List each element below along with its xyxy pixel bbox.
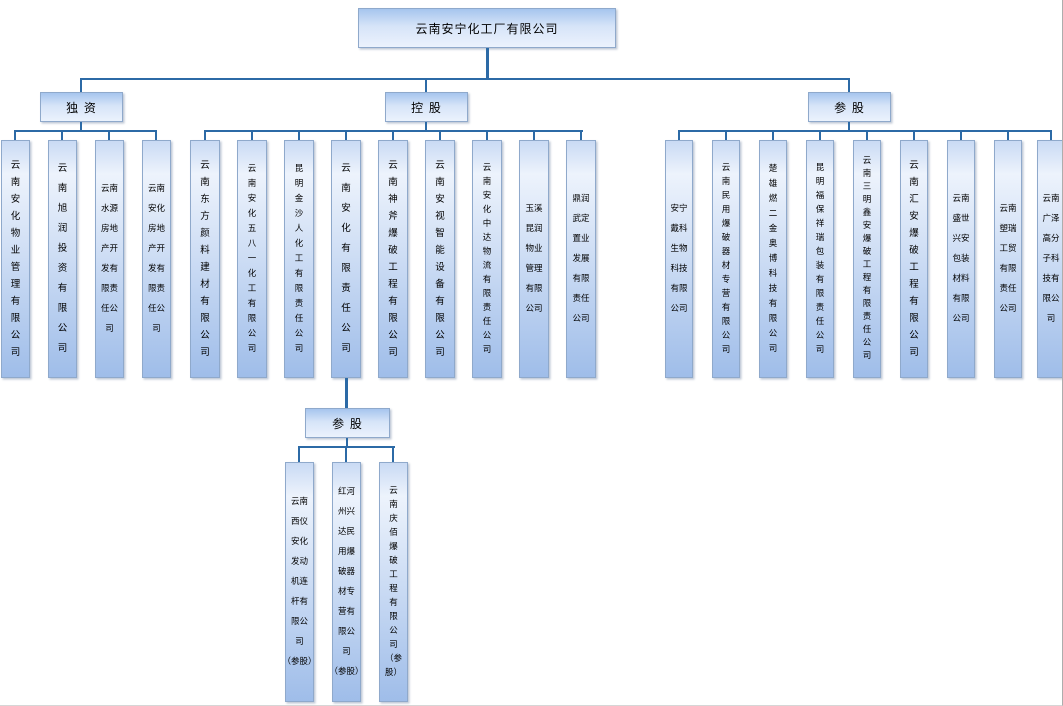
connector-line [486,48,489,79]
company-name: 楚雄燃二金奥博科技有限公司 [768,163,778,354]
company-name: 安宁戴科生物科技有限公司 [670,204,688,314]
company-name: 红河州兴达民用爆破器材专营有限公司（参股） [329,487,364,677]
connector-line [14,130,16,140]
company-box: 云南安化中达物流有限责任公司 [472,140,502,378]
group-label-participation: 参 股 [808,92,891,122]
company-name: 云南广泽高分子科技有限公司 [1042,194,1060,324]
company-box: 楚雄燃二金奥博科技有限公司 [759,140,787,378]
company-box: 云南安视智能设备有限公司 [425,140,455,378]
connector-line [848,78,850,92]
company-box: 云南安化有限责任公司 [331,140,361,378]
connector-line [1007,130,1009,140]
connector-line [866,130,868,140]
group-label-text: 参 股 [332,416,363,431]
company-name: 云南民用爆破器材专营有限公司 [721,163,731,355]
root-company-name: 云南安宁化工厂有限公司 [415,21,559,36]
connector-line [533,130,535,140]
company-box: 云南安化物业管理有限公司 [1,140,30,378]
connector-line [14,130,157,132]
connector-line [772,130,774,140]
company-name: 玉溪昆润物业管理有限公司 [525,204,543,314]
company-name: 云南西仪安化发动机连杆有限公司（参股） [282,497,317,667]
connector-line [155,130,157,140]
company-box: 云南东方颜料建材有限公司 [190,140,220,378]
connector-line [1050,130,1052,140]
connector-line [678,130,1052,132]
company-box: 云南广泽高分子科技有限公司 [1037,140,1062,378]
company-box: 鼎润武定置业发展有限责任公司 [566,140,596,378]
company-name: 云南安化中达物流有限责任公司 [482,163,492,355]
connector-line [913,130,915,140]
connector-line [678,130,680,140]
company-box: 云南旭润投资有限公司 [48,140,77,378]
company-name: 云南安化五八一化工有限公司 [247,163,257,354]
company-box: 云南三明鑫安爆破工程有限责任公司 [853,140,881,378]
connector-line [486,130,488,140]
company-box: 玉溪昆润物业管理有限公司 [519,140,549,378]
company-name: 云南三明鑫安爆破工程有限责任公司 [862,156,872,361]
group-label-sole-funded: 独 资 [40,92,123,122]
company-box: 云南庆佰爆破工程有限公司（参股） [379,462,408,702]
company-name: 云南旭润投资有限公司 [57,163,68,354]
company-name: 昆明福保祥瑞包装有限责任公司 [815,163,825,355]
company-name: 云南汇安爆破工程有限公司 [909,160,919,358]
root-company-box: 云南安宁化工厂有限公司 [358,8,616,48]
connector-line [580,130,582,140]
connector-line [345,378,348,408]
connector-line [80,78,82,92]
company-name: 云南庆佰爆破工程有限公司（参股） [384,486,402,678]
connector-line [345,130,347,140]
connector-line [439,130,441,140]
company-name: 云南盛世兴安包装材料有限公司 [952,194,970,324]
connector-line [960,130,962,140]
company-name: 云南水源房地产开发有限责任公司 [100,184,118,334]
connector-line [204,130,206,140]
connector-line [848,122,850,131]
company-box: 云南神斧爆破工程有限公司 [378,140,408,378]
connector-line [61,130,63,140]
company-box: 云南民用爆破器材专营有限公司 [712,140,740,378]
company-box: 云南安化房地产开发有限责任公司 [142,140,171,378]
connector-line [298,130,300,140]
connector-line [725,130,727,140]
company-box: 安宁戴科生物科技有限公司 [665,140,693,378]
company-name: 云南神斧爆破工程有限公司 [388,160,398,358]
connector-line [251,130,253,140]
connector-line [80,122,82,131]
company-name: 云南东方颜料建材有限公司 [200,160,210,358]
company-name: 云南安化房地产开发有限责任公司 [147,184,165,334]
company-name: 云南塑瑞工贸有限责任公司 [999,204,1017,314]
company-box: 云南塑瑞工贸有限责任公司 [994,140,1022,378]
company-box: 云南水源房地产开发有限责任公司 [95,140,124,378]
connector-line [80,78,850,80]
connector-line [346,438,348,447]
group-label-text: 参 股 [834,100,865,115]
connector-line [345,446,347,462]
company-box: 云南西仪安化发动机连杆有限公司（参股） [282,462,317,702]
connector-line [298,446,300,462]
connector-line [108,130,110,140]
group-label-text: 控 股 [411,100,442,115]
company-name: 鼎润武定置业发展有限责任公司 [572,194,590,324]
company-name: 云南安视智能设备有限公司 [435,160,445,358]
company-box: 云南盛世兴安包装材料有限公司 [947,140,975,378]
company-box: 红河州兴达民用爆破器材专营有限公司（参股） [329,462,364,702]
company-box: 昆明金沙人化工有限责任公司 [284,140,314,378]
company-name: 云南安化有限责任公司 [341,163,351,354]
connector-line [392,446,394,462]
company-name: 云南安化物业管理有限公司 [10,160,21,358]
group-label-text: 独 资 [66,100,97,115]
connector-line [425,122,427,131]
company-box: 云南汇安爆破工程有限公司 [900,140,928,378]
sub-group-label-participation: 参 股 [305,408,390,438]
group-label-holding: 控 股 [385,92,468,122]
company-box: 云南安化五八一化工有限公司 [237,140,267,378]
company-name: 昆明金沙人化工有限责任公司 [294,163,304,354]
connector-line [425,78,427,92]
connector-line [819,130,821,140]
company-box: 昆明福保祥瑞包装有限责任公司 [806,140,834,378]
connector-line [392,130,394,140]
